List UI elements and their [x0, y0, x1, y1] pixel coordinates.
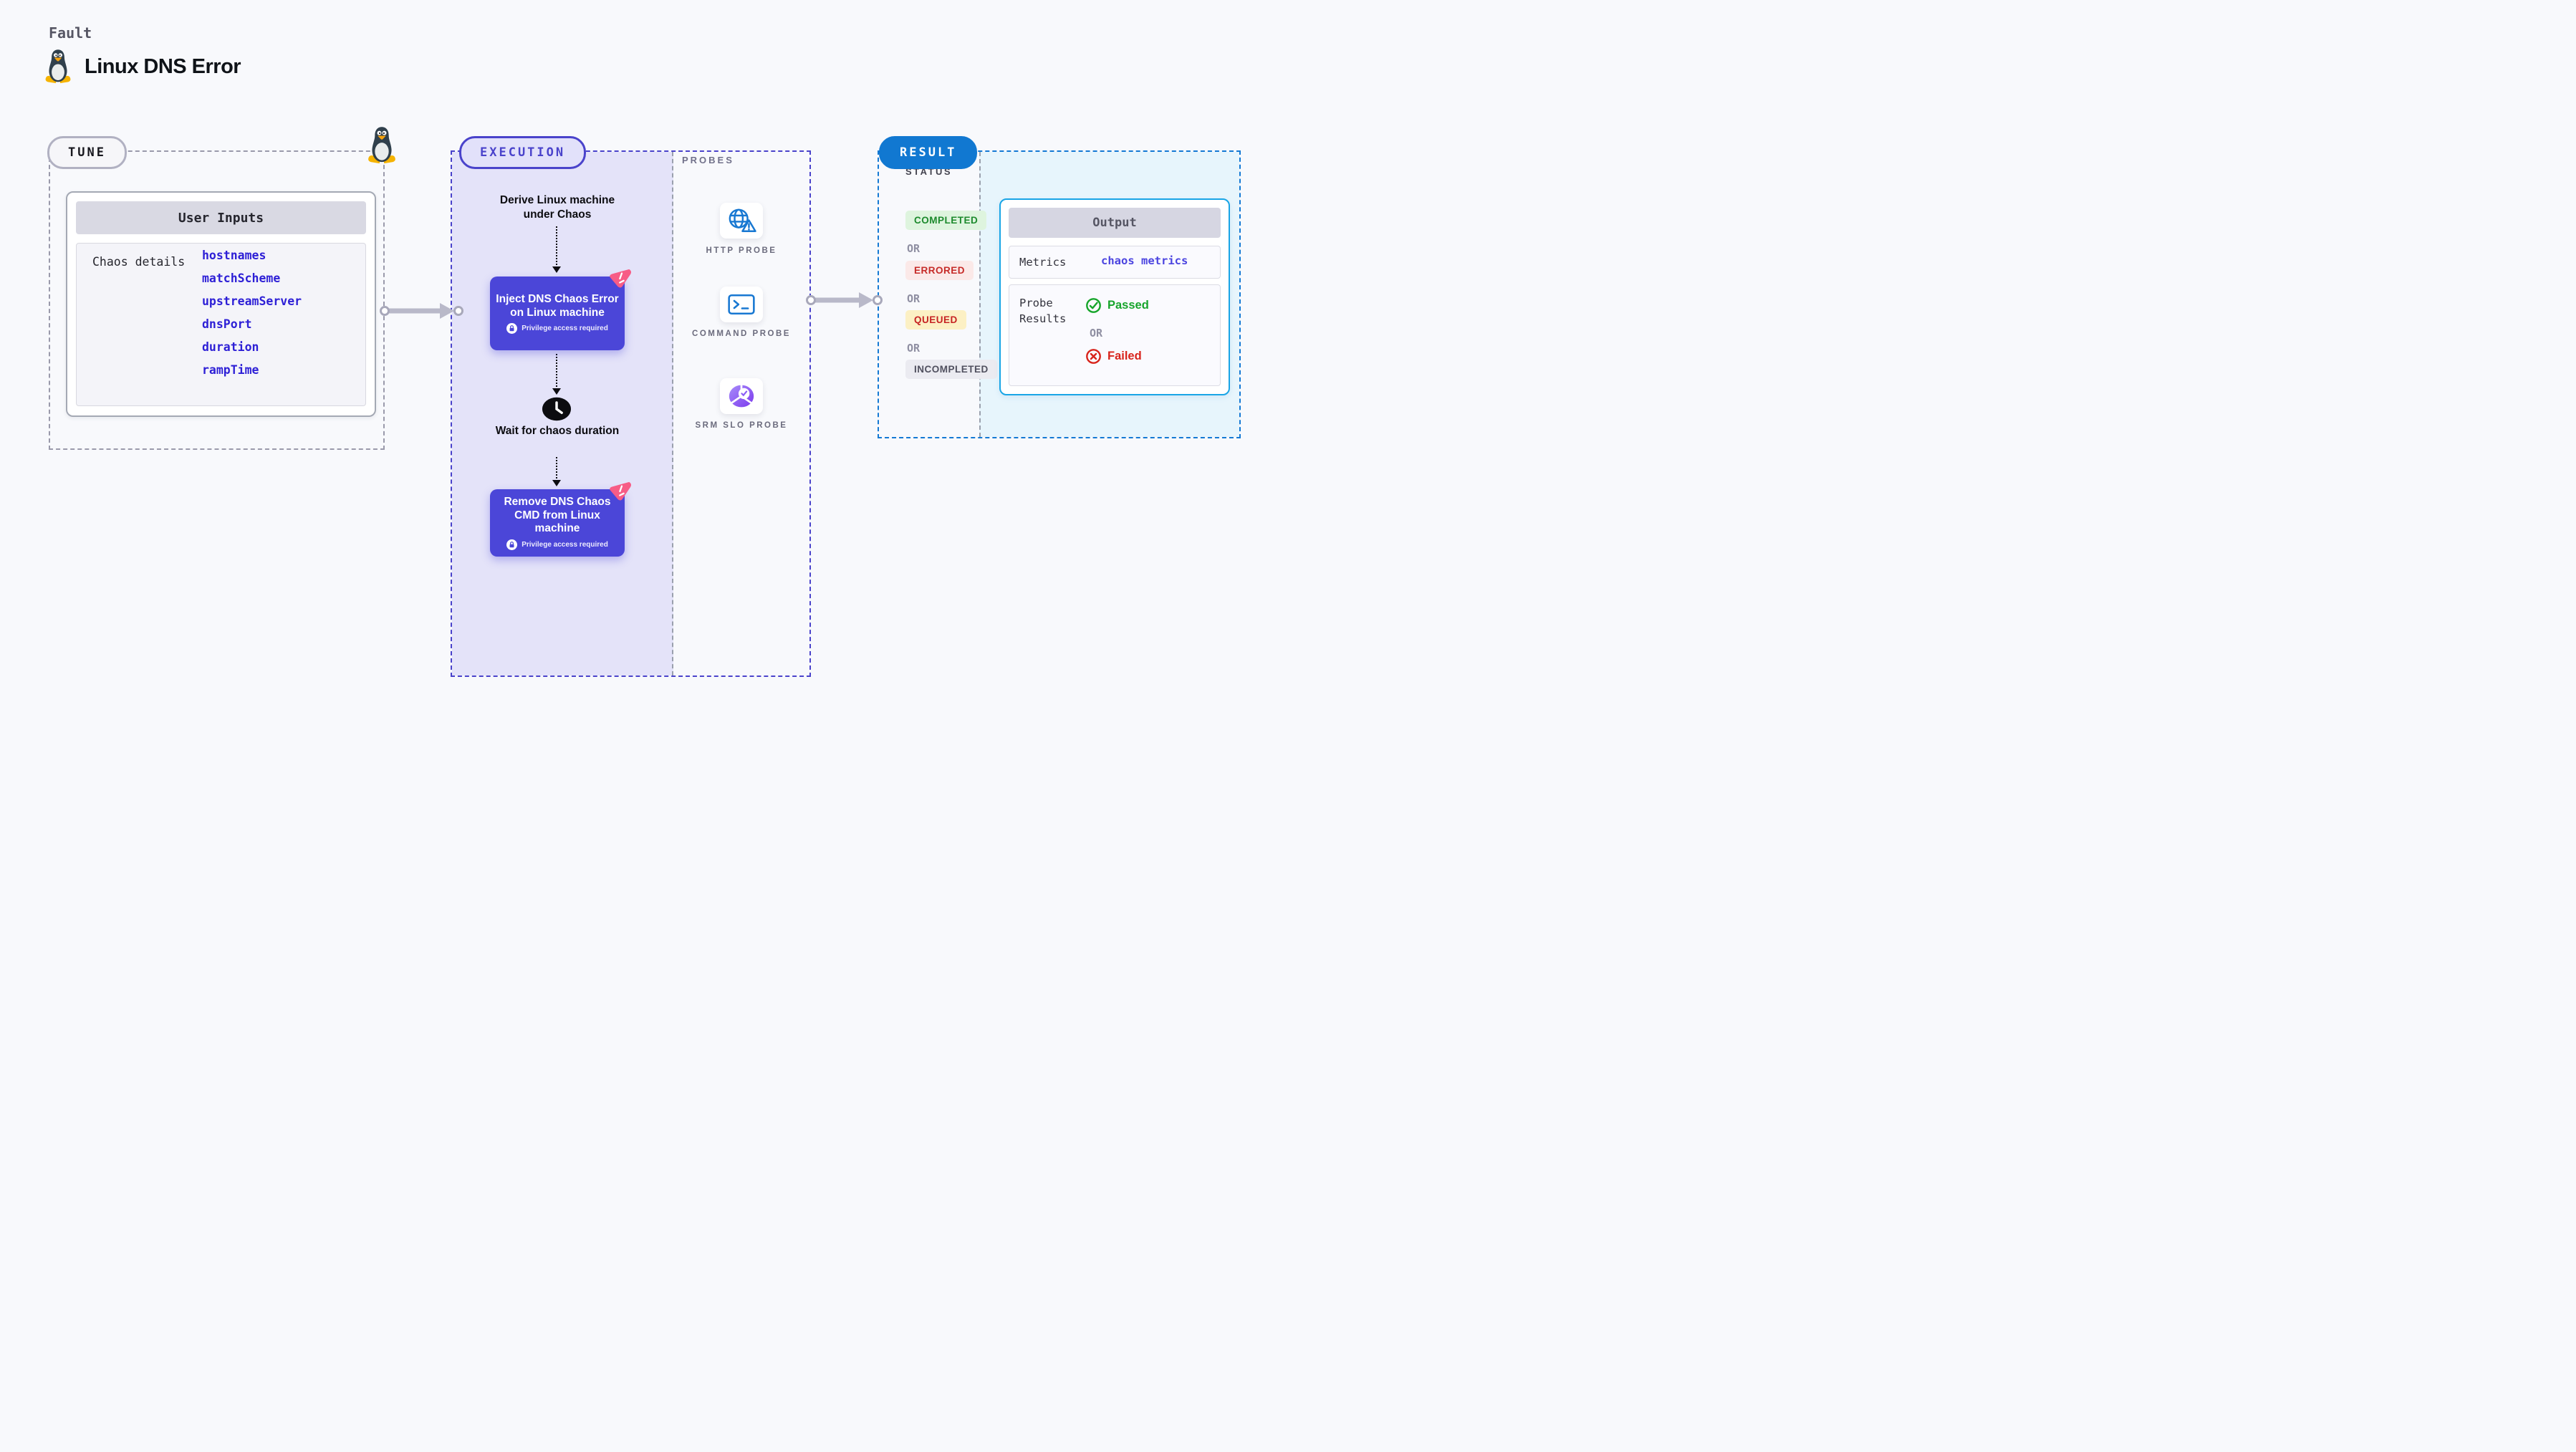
tune-section-box: [49, 150, 385, 450]
fault-diagram-canvas: Fault Linux DNS Error TUNE User Inputs C…: [0, 0, 1288, 726]
privilege-note: Privilege access required: [506, 539, 608, 551]
probe-results-label: Probe Results: [1019, 297, 1067, 326]
inject-dns-chaos-node[interactable]: Inject DNS Chaos Error on Linux machine …: [490, 277, 625, 350]
status-badge-errored: ERRORED: [905, 261, 974, 280]
or-separator: OR: [1090, 327, 1103, 340]
status-badge-queued: QUEUED: [905, 310, 966, 330]
check-circle-icon: [1086, 298, 1101, 313]
command-probe-card: [720, 287, 763, 322]
privilege-note: Privilege access required: [506, 323, 608, 335]
page-title: Linux DNS Error: [85, 55, 241, 78]
lock-icon: [506, 323, 518, 335]
output-card-title: Output: [1009, 208, 1221, 238]
privilege-note-text: Privilege access required: [522, 324, 608, 333]
connector-arrow-tune-to-execution: [380, 303, 463, 319]
derive-machine-text: Derive Linux machine under Chaos: [499, 194, 615, 221]
x-circle-icon: [1086, 349, 1101, 364]
probe-result-failed: Failed: [1085, 348, 1142, 365]
wait-duration-text: Wait for chaos duration: [495, 425, 620, 437]
probes-section-label: PROBES: [682, 155, 734, 165]
metrics-label: Metrics: [1019, 256, 1067, 269]
input-link-duration[interactable]: duration: [202, 340, 259, 354]
input-link-matchscheme[interactable]: matchScheme: [202, 271, 281, 285]
user-inputs-card: User Inputs Chaos details hostnames matc…: [66, 191, 376, 417]
connector-arrow-execution-to-result: [806, 292, 883, 308]
execution-section-label: EXECUTION: [459, 136, 587, 169]
srm-slo-probe-label: SRM SLO PROBE: [695, 421, 788, 430]
srm-slo-probe-card: [720, 378, 763, 414]
flow-arrow-down: [552, 226, 561, 273]
input-link-ramptime[interactable]: rampTime: [202, 363, 259, 377]
http-probe-icon: [729, 208, 756, 232]
remove-dns-chaos-node[interactable]: Remove DNS Chaos CMD from Linux machine …: [490, 489, 625, 557]
remove-node-title: Remove DNS Chaos CMD from Linux machine: [504, 495, 611, 535]
fault-kicker: Fault: [49, 24, 92, 42]
lock-icon: [506, 539, 518, 551]
user-inputs-title: User Inputs: [76, 201, 366, 234]
passed-text: Passed: [1107, 299, 1149, 312]
metrics-row: Metrics chaos metrics: [1009, 246, 1221, 279]
inject-node-title: Inject DNS Chaos Error on Linux machine: [496, 292, 619, 319]
user-inputs-body: Chaos details hostnames matchScheme upst…: [76, 243, 366, 406]
flow-arrow-down: [552, 354, 561, 395]
or-separator: OR: [907, 342, 921, 355]
chaos-logo-icon: [607, 264, 633, 290]
or-separator: OR: [907, 292, 921, 305]
tux-linux-icon: [367, 126, 397, 165]
wait-clock-icon: [542, 397, 572, 421]
input-link-hostnames[interactable]: hostnames: [202, 249, 266, 262]
chaos-logo-icon: [607, 477, 633, 503]
command-probe-label: COMMAND PROBE: [692, 330, 791, 338]
input-link-dnsport[interactable]: dnsPort: [202, 317, 252, 331]
chaos-metrics-link[interactable]: chaos metrics: [1101, 254, 1188, 267]
output-card: Output Metrics chaos metrics Probe Resul…: [999, 198, 1230, 395]
failed-text: Failed: [1107, 350, 1142, 362]
input-link-upstreamserver[interactable]: upstreamServer: [202, 294, 302, 308]
status-badge-completed: COMPLETED: [905, 211, 987, 230]
chaos-inputs-list: hostnames matchScheme upstreamServer dns…: [202, 249, 302, 377]
http-probe-card: [720, 203, 763, 239]
status-badge-incompleted: INCOMPLETED: [905, 360, 997, 379]
result-section-label: RESULT: [879, 136, 978, 169]
flow-arrow-down: [552, 457, 561, 486]
tux-linux-icon: [44, 49, 72, 85]
http-probe-label: HTTP PROBE: [706, 246, 777, 255]
probe-result-passed: Passed: [1085, 297, 1149, 314]
probe-results-row: Probe Results Passed OR Failed: [1009, 284, 1221, 386]
chaos-details-label: Chaos details: [92, 255, 186, 269]
command-probe-icon: [728, 294, 755, 315]
srm-slo-probe-icon: [729, 384, 754, 408]
or-separator: OR: [907, 242, 921, 255]
tune-section-label: TUNE: [47, 136, 127, 169]
privilege-note-text: Privilege access required: [522, 541, 608, 549]
